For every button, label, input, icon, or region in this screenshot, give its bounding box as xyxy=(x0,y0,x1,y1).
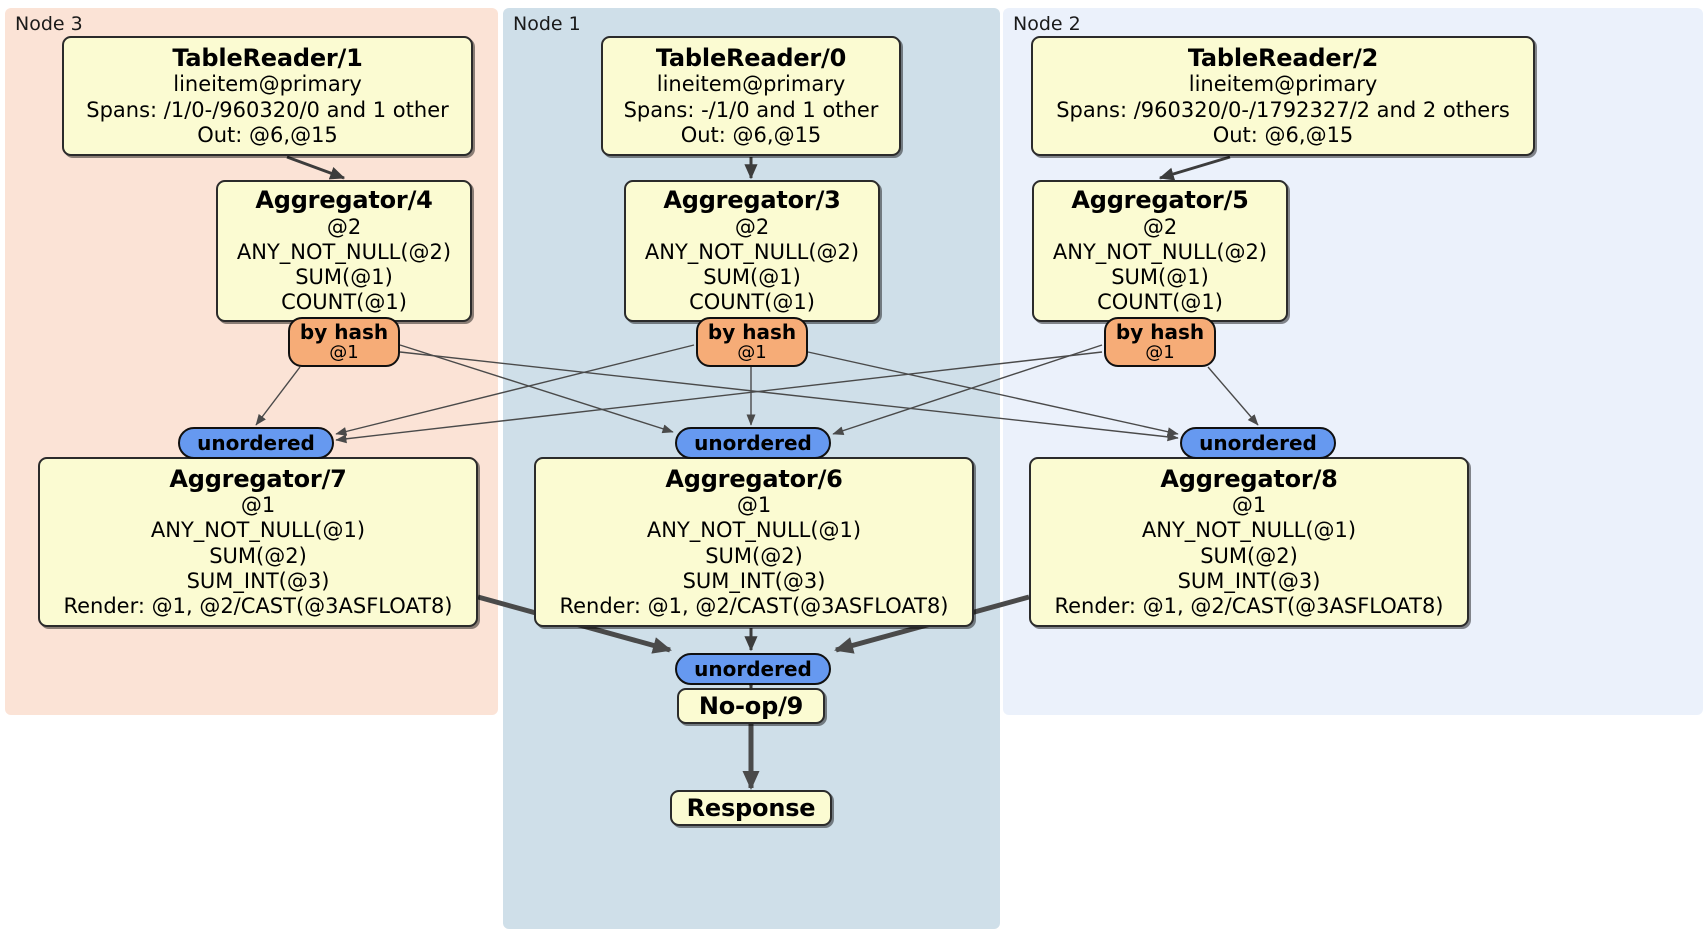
plan-box-title: Aggregator/5 xyxy=(1071,186,1249,215)
plan-pill-hash-mid[interactable]: by hash@1 xyxy=(696,317,808,367)
plan-box-line: ANY_NOT_NULL(@2) xyxy=(644,239,860,264)
plan-box-line: ANY_NOT_NULL(@1) xyxy=(1141,518,1357,543)
plan-box-line: Render: @1, @2/CAST(@3ASFLOAT8) xyxy=(63,593,453,618)
plan-box-line: @2 xyxy=(1142,214,1178,239)
plan-pill-unordered-right[interactable]: unordered xyxy=(1180,427,1336,459)
plan-box-line: COUNT(@1) xyxy=(689,290,815,315)
plan-box-line: @1 xyxy=(1231,493,1267,518)
plan-pill-label: unordered xyxy=(694,430,812,455)
plan-pill-label: unordered xyxy=(694,656,812,681)
plan-box-line: ANY_NOT_NULL(@2) xyxy=(1052,239,1268,264)
plan-pill-unordered-final[interactable]: unordered xyxy=(675,653,831,685)
plan-box-line: @2 xyxy=(326,214,362,239)
plan-box-title: Aggregator/7 xyxy=(169,464,347,493)
plan-pill-unordered-left[interactable]: unordered xyxy=(178,427,334,459)
plan-pill-label: by hash xyxy=(707,319,797,344)
plan-box-line: COUNT(@1) xyxy=(1097,290,1223,315)
plan-box-line: lineitem@primary xyxy=(656,72,846,97)
plan-box-line: SUM(@2) xyxy=(1200,543,1298,568)
plan-box-line: ANY_NOT_NULL(@1) xyxy=(646,518,862,543)
plan-box-line: SUM_INT(@3) xyxy=(682,568,826,593)
plan-pill-label: unordered xyxy=(197,430,315,455)
plan-pill-label: unordered xyxy=(1199,430,1317,455)
plan-box-line: lineitem@primary xyxy=(173,72,362,97)
plan-pill-unordered-mid[interactable]: unordered xyxy=(675,427,831,459)
plan-box-noop9[interactable]: No-op/9 xyxy=(677,688,825,724)
plan-box-line: @1 xyxy=(240,493,276,518)
plan-pill-hash-right[interactable]: by hash@1 xyxy=(1104,317,1216,367)
plan-box-line: SUM(@1) xyxy=(703,265,801,290)
plan-box-title: Aggregator/6 xyxy=(665,464,843,493)
plan-box-line: Render: @1, @2/CAST(@3ASFLOAT8) xyxy=(1054,593,1444,618)
plan-box-title: TableReader/1 xyxy=(172,44,363,73)
plan-box-title: TableReader/0 xyxy=(655,44,847,73)
plan-box-title: Response xyxy=(686,793,816,822)
plan-box-line: SUM(@1) xyxy=(1111,265,1209,290)
plan-box-line: SUM(@2) xyxy=(705,543,803,568)
node-panel-label-node3: Node 3 xyxy=(15,13,83,35)
plan-box-line: Spans: /1/0-/960320/0 and 1 other xyxy=(86,97,449,122)
plan-box-line: SUM(@1) xyxy=(295,265,393,290)
plan-box-line: Spans: -/1/0 and 1 other xyxy=(623,97,879,122)
plan-box-title: Aggregator/4 xyxy=(255,186,433,215)
plan-pill-sublabel: @1 xyxy=(737,341,767,363)
plan-pill-hash-left[interactable]: by hash@1 xyxy=(288,317,400,367)
node-panel-label-node2: Node 2 xyxy=(1013,13,1081,35)
plan-box-title: TableReader/2 xyxy=(1187,44,1379,73)
plan-box-title: No-op/9 xyxy=(698,691,804,720)
plan-pill-label: by hash xyxy=(1115,319,1205,344)
plan-box-line: Render: @1, @2/CAST(@3ASFLOAT8) xyxy=(559,593,949,618)
plan-box-line: SUM_INT(@3) xyxy=(1177,568,1321,593)
plan-box-line: Out: @6,@15 xyxy=(1212,122,1354,147)
plan-box-line: Out: @6,@15 xyxy=(680,122,822,147)
plan-box-line: ANY_NOT_NULL(@2) xyxy=(236,239,452,264)
plan-pill-label: by hash xyxy=(299,319,389,344)
plan-box-line: Out: @6,@15 xyxy=(197,122,338,147)
plan-box-line: lineitem@primary xyxy=(1188,72,1378,97)
plan-box-line: ANY_NOT_NULL(@1) xyxy=(150,518,366,543)
plan-box-line: @1 xyxy=(736,493,772,518)
plan-box-line: COUNT(@1) xyxy=(281,290,407,315)
plan-pill-sublabel: @1 xyxy=(1145,341,1175,363)
plan-pill-sublabel: @1 xyxy=(329,341,359,363)
plan-box-title: Aggregator/8 xyxy=(1160,464,1338,493)
plan-box-line: SUM_INT(@3) xyxy=(186,568,330,593)
node-panel-label-node1: Node 1 xyxy=(513,13,581,35)
plan-box-response[interactable]: Response xyxy=(670,790,832,826)
plan-box-line: Spans: /960320/0-/1792327/2 and 2 others xyxy=(1056,97,1510,122)
plan-box-line: SUM(@2) xyxy=(209,543,307,568)
plan-box-line: @2 xyxy=(734,214,770,239)
plan-box-title: Aggregator/3 xyxy=(663,186,841,215)
